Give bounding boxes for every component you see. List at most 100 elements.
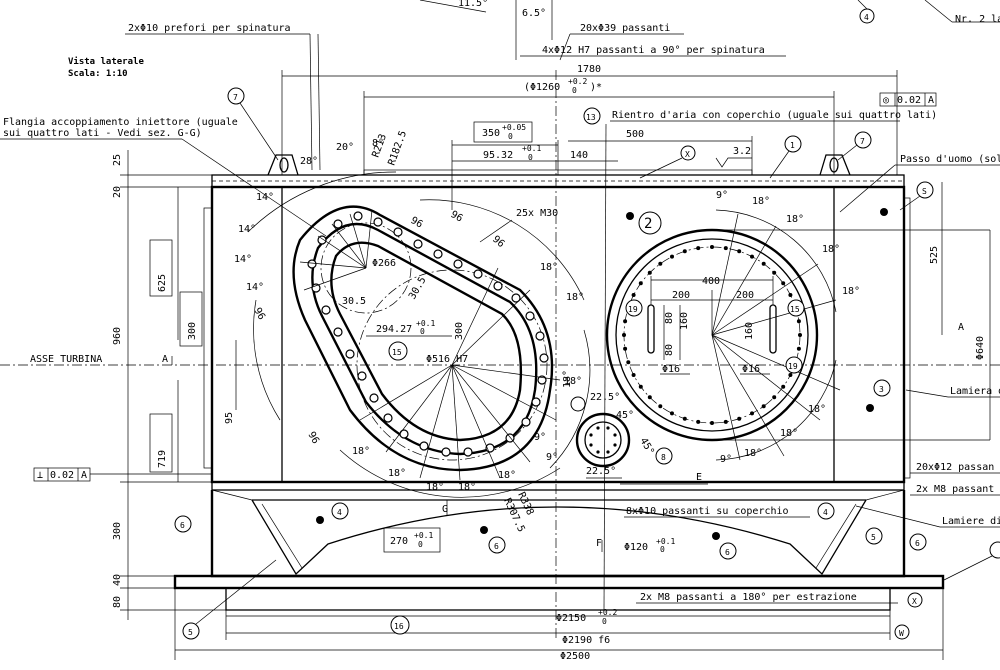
dim-R182-5: R182.5 <box>386 129 409 167</box>
flange-radial-lines <box>299 209 561 481</box>
balloon-4-left <box>331 502 349 520</box>
svg-text:4: 4 <box>823 508 828 517</box>
svg-text:20°: 20° <box>336 142 354 153</box>
svg-text:16: 16 <box>394 622 404 631</box>
bolt-hole <box>750 411 754 416</box>
dim-625-box <box>149 239 173 297</box>
dim-80-a: 80 <box>664 344 675 356</box>
bolt-hole <box>493 281 503 291</box>
dim-300-flange: 300 <box>454 322 465 340</box>
bolt-hole <box>606 450 610 454</box>
svg-text:15: 15 <box>392 348 402 357</box>
balloon-6-right <box>719 542 737 560</box>
bolt-hole <box>596 426 600 430</box>
manhole-radial-lines <box>711 213 841 461</box>
bolt-hole <box>589 433 593 437</box>
bolt-hole <box>696 246 701 251</box>
svg-text:0: 0 <box>420 327 425 336</box>
air-inlet-cover <box>575 412 631 468</box>
svg-text:7: 7 <box>233 93 238 102</box>
bolt-hole <box>589 443 593 447</box>
dim-96-c: 96 <box>490 234 506 250</box>
balloon-1 <box>784 135 802 153</box>
balloon-8 <box>655 447 673 465</box>
balloon-1-bottom <box>989 541 1000 559</box>
bolt-hole <box>761 404 766 409</box>
svg-text:0: 0 <box>602 617 607 626</box>
svg-text:3: 3 <box>879 385 884 394</box>
bolt-hole <box>772 270 777 275</box>
svg-text:6: 6 <box>494 542 499 551</box>
svg-text:+0.2: +0.2 <box>598 608 617 617</box>
balloon-15 <box>388 341 408 361</box>
note-flange-1: Flangia accoppiamento iniettore (uguale <box>3 117 238 128</box>
balloon-6-mid <box>488 536 506 554</box>
base-spigot <box>225 587 891 611</box>
svg-text:18°: 18° <box>564 376 582 387</box>
svg-text:18°: 18° <box>808 404 826 415</box>
bolt-hole <box>761 261 766 266</box>
svg-text:18°: 18° <box>426 482 444 493</box>
svg-text:13: 13 <box>586 113 596 122</box>
note-holes-12h7: 4xΦ12 H7 passanti a 90° per spinatura <box>542 45 765 56</box>
bolt-hole <box>647 270 652 275</box>
bolt-hole <box>473 269 483 279</box>
svg-text:4: 4 <box>337 508 342 517</box>
dim-40: 40 <box>112 574 123 586</box>
dim-phi-16-a: Φ16 <box>662 364 680 375</box>
dim-200-b: 200 <box>736 290 754 301</box>
svg-text:6: 6 <box>725 548 730 557</box>
svg-text:19: 19 <box>628 305 638 314</box>
balloon-6-far <box>909 533 927 551</box>
bolt-hole <box>383 413 393 423</box>
bolt-hole <box>781 281 786 286</box>
svg-text:W: W <box>899 629 904 638</box>
bolt-hole <box>682 416 687 421</box>
bolt-hole <box>638 384 643 389</box>
svg-text:5: 5 <box>871 533 876 542</box>
svg-text:A: A <box>958 322 964 333</box>
svg-text:4: 4 <box>864 13 869 22</box>
bolt-hole <box>798 333 802 337</box>
bolt-hole <box>788 373 793 377</box>
bolt-hole <box>321 305 331 315</box>
svg-text:18°: 18° <box>352 446 370 457</box>
bolt-hole <box>658 261 663 266</box>
lifting-lug-right <box>819 154 851 176</box>
svg-text:)*: )* <box>590 82 602 93</box>
svg-text:18°: 18° <box>752 196 770 207</box>
lower-casing <box>210 490 906 578</box>
balloon-6-left <box>174 515 192 533</box>
bolt-hole <box>441 447 451 457</box>
balloon-X-bottom <box>907 592 923 608</box>
svg-text:+0.1: +0.1 <box>522 144 541 153</box>
dim-80: 80 <box>112 596 123 608</box>
dim-phi-16-b: Φ16 <box>742 364 760 375</box>
svg-text:7: 7 <box>860 137 865 146</box>
slot-left <box>647 304 655 354</box>
note-extract: 2x M8 passanti a 180° per estrazione <box>640 592 857 603</box>
svg-text:+0.05: +0.05 <box>502 123 526 132</box>
svg-text:18°: 18° <box>388 468 406 479</box>
note-air-inlet: Rientro d'aria con coperchio (uguale sui… <box>612 110 937 121</box>
bolt-hole <box>638 281 643 286</box>
svg-text:18°: 18° <box>458 482 476 493</box>
bolt-hole <box>311 283 321 293</box>
dim-30-5-a: 30.5 <box>342 296 366 307</box>
dim-phi-120: Φ120 <box>624 542 648 553</box>
note-holes-pins: 2xΦ10 prefori per spinatura <box>128 23 291 34</box>
dim-96-b: 96 <box>449 209 465 225</box>
svg-text:8°: 8° <box>372 138 384 149</box>
balloon-4-right <box>817 502 835 520</box>
dim-300-box <box>179 291 203 347</box>
svg-text:9°: 9° <box>720 454 732 465</box>
note-holes-12: 20xΦ12 passan <box>916 462 994 473</box>
svg-text:45°: 45° <box>637 436 656 457</box>
dim-160-a: 160 <box>679 312 690 330</box>
view-title: Vista laterale <box>68 56 144 67</box>
leader-line <box>317 33 321 171</box>
balloon-13 <box>583 107 601 125</box>
bolt-hole <box>737 416 742 421</box>
bolt-hole <box>723 246 728 251</box>
